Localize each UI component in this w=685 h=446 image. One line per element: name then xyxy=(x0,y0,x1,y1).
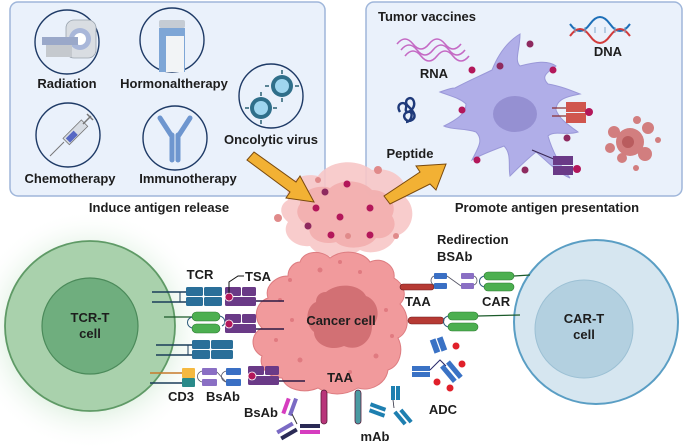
cd3-yellow xyxy=(182,368,195,378)
immunotherapy-label: Immunotherapy xyxy=(139,171,237,186)
radiation-label: Radiation xyxy=(37,76,96,91)
car-t-label-line1: CAR-T xyxy=(564,311,604,326)
peptide-icon xyxy=(397,96,416,124)
chemotherapy-item: Chemotherapy xyxy=(24,102,116,186)
bsab-left xyxy=(197,368,241,386)
taa-magenta-antigen xyxy=(320,389,328,425)
tcr-t-label-line2: cell xyxy=(79,326,101,341)
dendritic-cell xyxy=(438,33,593,179)
oncolytic-virus-label: Oncolytic virus xyxy=(224,132,318,147)
tcr-complex-2 xyxy=(156,340,233,359)
virus-icon xyxy=(238,63,304,129)
tcr-tsa-complex-1: TCR TSA xyxy=(152,267,284,306)
immunotherapy-item: Immunotherapy xyxy=(139,105,238,186)
peptide-label: Peptide xyxy=(387,146,434,161)
hormonaltherapy-label: Hormonaltherapy xyxy=(120,76,228,91)
bsab-left-label: BsAb xyxy=(206,389,240,404)
redirection-label-line2: BSAb xyxy=(437,249,472,264)
rna-item: RNA xyxy=(396,38,470,81)
taa-red-antigen-1 xyxy=(399,283,435,291)
rna-strand-icon xyxy=(396,38,470,62)
arrow-induce-release xyxy=(246,151,315,203)
tsa-antigen xyxy=(224,292,234,302)
dna-label: DNA xyxy=(594,44,623,59)
arrow-promote-presentation xyxy=(383,163,447,205)
tcr-t-cell: TCR-T cell xyxy=(0,210,210,446)
car-t-cell: CAR-T cell xyxy=(513,239,679,405)
car-receptor-1 xyxy=(479,271,531,292)
car-t-nucleus xyxy=(534,279,634,379)
taa-bottom: TAA xyxy=(320,370,362,425)
induce-antigen-release-caption: Induce antigen release xyxy=(89,200,229,215)
tumor-vaccines-panel: Tumor vaccines RNA DNA xyxy=(365,1,683,197)
cancer-nucleus xyxy=(307,285,378,349)
dna-helix-icon xyxy=(569,16,631,44)
car-label: CAR xyxy=(482,294,511,309)
taa-red-antigen-2 xyxy=(407,316,445,325)
induce-antigen-release-panel: Radiation Hormonaltherapy xyxy=(9,1,326,197)
radiation-item: Radiation xyxy=(34,9,100,91)
rna-label: RNA xyxy=(420,66,449,81)
mab-label: mAb xyxy=(361,429,390,444)
antigen-release-cloud xyxy=(274,162,413,258)
antigen-dots-dc xyxy=(458,40,571,174)
bsab-bottom-label: BsAb xyxy=(244,405,278,420)
chemotherapy-label: Chemotherapy xyxy=(24,171,116,186)
redirection-label-line1: Redirection xyxy=(437,232,509,247)
redirection-bsab xyxy=(430,273,478,289)
oncolytic-virus-item: Oncolytic virus xyxy=(224,63,318,147)
mhc-receptor-purple xyxy=(531,149,581,175)
taa-teal-antigen xyxy=(354,389,362,425)
tcr-receptor xyxy=(186,287,222,306)
hormonaltherapy-item: Hormonaltherapy xyxy=(120,7,229,91)
car-taa-complex xyxy=(407,311,521,332)
tsa-label: TSA xyxy=(245,269,272,284)
mhc-receptor-red xyxy=(552,102,593,123)
adc-label: ADC xyxy=(429,402,458,417)
tumor-debris xyxy=(605,116,661,171)
cd3-teal xyxy=(182,378,195,387)
cd3-label: CD3 xyxy=(168,389,194,404)
taa-right-label: TAA xyxy=(405,294,431,309)
car-tsa-complex xyxy=(164,311,284,334)
medicine-bottle-icon xyxy=(139,7,205,73)
drug-payload-icons xyxy=(433,342,466,392)
dendritic-nucleus xyxy=(493,96,537,132)
cancer-cell-label: Cancer cell xyxy=(306,313,375,328)
tcr-t-label-line1: TCR-T xyxy=(71,310,110,325)
antibody-icon xyxy=(142,105,208,171)
bottom-bsab: BsAb xyxy=(244,397,320,441)
mab-antibody: mAb xyxy=(361,386,413,444)
peptide-item: Peptide xyxy=(387,96,434,161)
syringe-icon xyxy=(35,102,101,168)
tcr-t-nucleus xyxy=(41,277,139,375)
tcr-label: TCR xyxy=(187,267,214,282)
dna-item: DNA xyxy=(569,16,631,59)
taa-bottom-label: TAA xyxy=(327,370,353,385)
redirection-bsab-car-complex: Redirection BSAb TAA CAR xyxy=(399,232,531,309)
cd3-bsab-complex: CD3 BsAb xyxy=(150,366,305,404)
promote-antigen-presentation-caption: Promote antigen presentation xyxy=(455,200,639,215)
car-receptor-2 xyxy=(443,311,521,332)
adc-antibody-drug-conjugate: ADC xyxy=(412,336,466,417)
car-t-label-line2: cell xyxy=(573,327,595,342)
mri-scanner-icon xyxy=(34,9,100,75)
cancer-cell: Cancer cell xyxy=(252,251,408,395)
tumor-vaccines-heading: Tumor vaccines xyxy=(378,9,476,24)
